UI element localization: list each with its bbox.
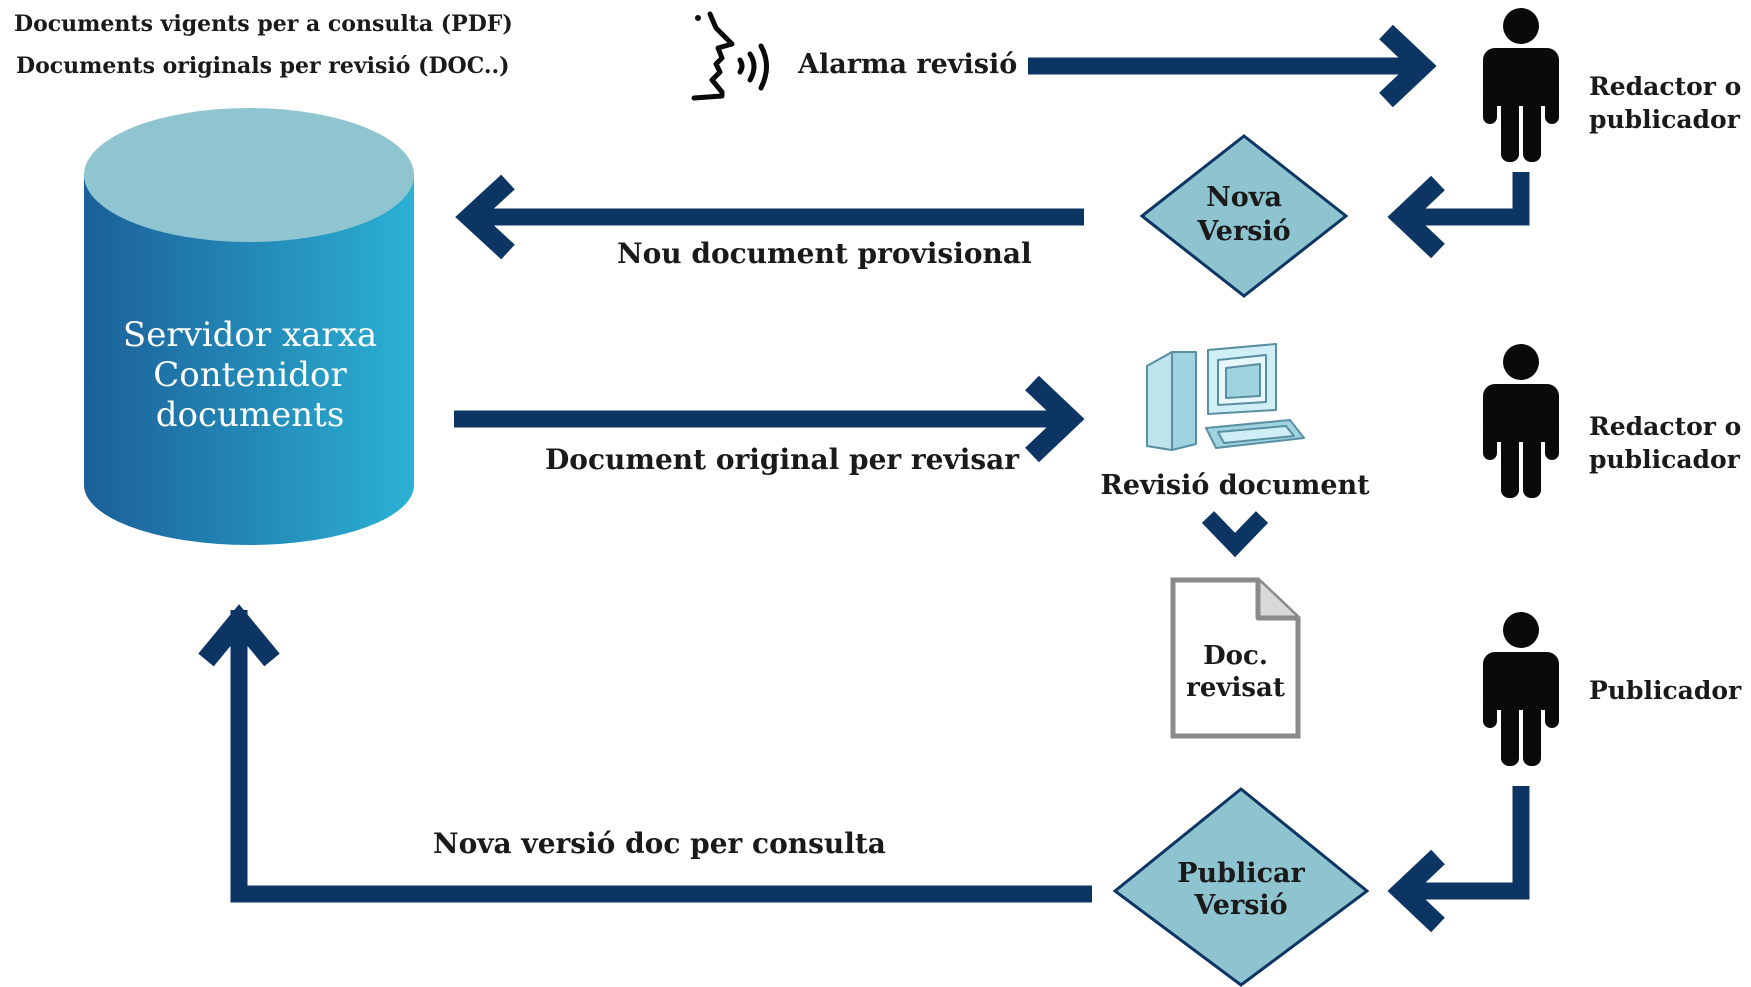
original-for-review-arrow [454,375,1085,463]
flow-original-for-review-label: Document original per revisar [545,443,1020,476]
computer-icon [1146,343,1305,451]
review-label: Revisió document [1100,470,1370,501]
editor-to-new-version-arrow [1387,172,1530,259]
new-version-for-consult-arrow [198,604,1092,903]
reviewed-doc-label-line-2: revisat [1186,673,1285,703]
flow-new-version-for-consult-label: Nova versió doc per consulta [433,827,886,860]
person-icon [1483,8,1559,162]
role-editor-top: Redactor o publicador [1589,70,1741,136]
flow-new-provisional-label: Nou document provisional [617,237,1032,270]
role-editor-mid-line-2: publicador [1589,445,1740,474]
speaking-head-icon [691,11,769,101]
role-editor-mid: Redactor o publicador [1589,410,1741,476]
reviewed-doc-label: Doc. revisat [1173,640,1298,704]
role-editor-mid-line-1: Redactor o [1589,412,1742,441]
role-publisher: Publicador [1589,676,1742,705]
new-version-decision [1139,134,1349,298]
publish-version-decision [1112,787,1370,987]
publish-version-label: Publicar Versió [1151,858,1331,922]
database-label: Servidor xarxa Contenidor documents [80,315,420,435]
database-label-line-3: documents [155,395,345,435]
header-line-2: Documents originals per revisió (DOC..) [16,53,510,79]
database-label-line-2: Contenidor [153,355,347,395]
database-cylinder [84,108,414,545]
person-icon [1483,344,1559,498]
new-version-label: Nova Versió [1164,181,1324,249]
header-line-1: Documents vigents per a consulta (PDF) [14,11,513,37]
new-version-label-line-1: Nova [1206,182,1282,213]
new-provisional-arrow [455,174,1084,260]
publish-version-label-line-1: Publicar [1177,858,1305,889]
document-icon [1170,577,1301,739]
review-label-text: Revisió document [1100,470,1370,501]
person-icon [1483,612,1559,766]
reviewed-doc-label-line-1: Doc. [1203,641,1268,671]
publisher-to-publish-arrow [1387,786,1530,933]
new-version-label-line-2: Versió [1197,216,1291,247]
alarm-arrow [1028,24,1437,108]
alarm-label: Alarma revisió [798,49,1018,80]
role-editor-top-line-1: Redactor o [1589,72,1742,101]
publish-version-label-line-2: Versió [1194,890,1288,921]
review-down-chevron [1201,511,1269,558]
database-label-line-1: Servidor xarxa [122,315,378,355]
role-editor-top-line-2: publicador [1589,105,1740,134]
